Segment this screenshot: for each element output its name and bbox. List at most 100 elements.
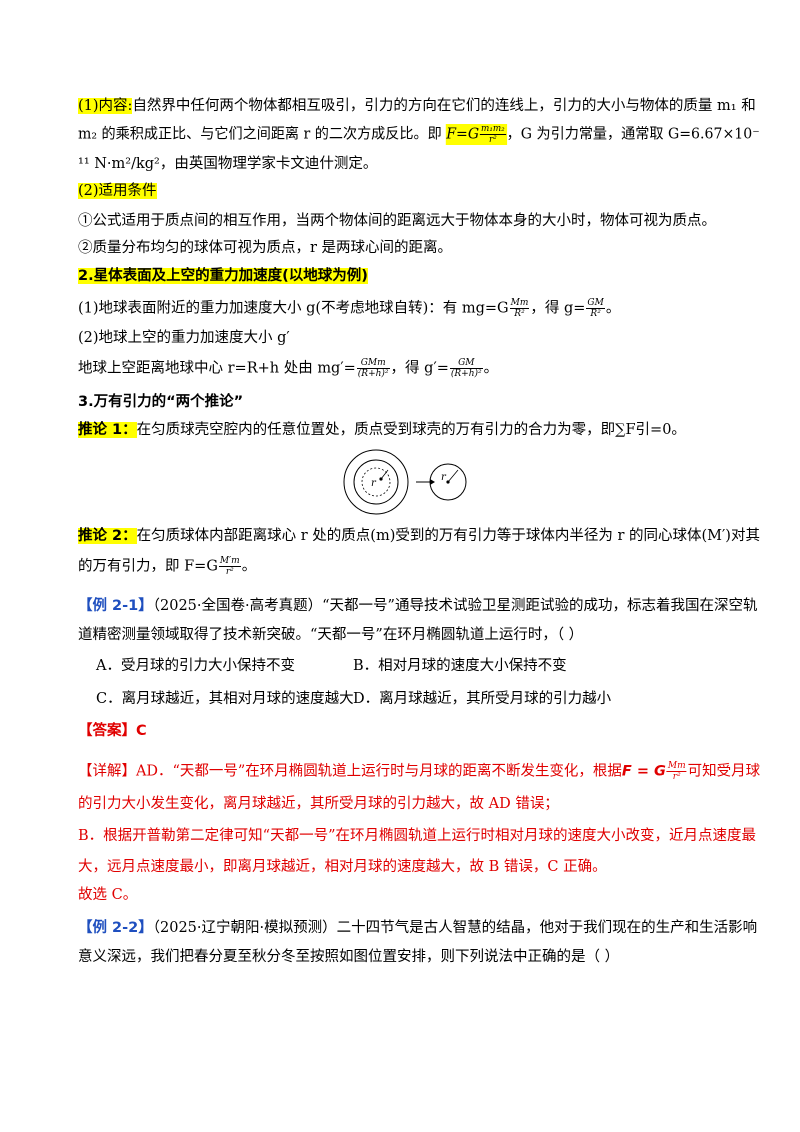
example-2-2-label: 【例 2-2】 <box>78 920 153 936</box>
option-b-text: B．相对月球的速度大小保持不变 <box>353 658 567 674</box>
option-c: C．离月球越近，其相对月球的速度越大 <box>96 689 354 709</box>
detail-line-1: 【详解】AD．“天都一号”在环月椭圆轨道上运行时与月球的距离不断发生变化，根据F… <box>78 761 760 782</box>
altitude-fraction-2: GM(R+h)² <box>449 358 483 379</box>
example-2-2-line-1: 【例 2-2】（2025·辽宁朝阳·模拟预测）二十四节气是古人智慧的结晶，他对于… <box>78 918 757 938</box>
altitude-text-c: 。 <box>483 360 499 377</box>
content-label: (1)内容: <box>78 98 133 114</box>
altitude-fraction-2-num: GM <box>449 358 483 369</box>
inner-shell-circle <box>353 459 399 505</box>
surface-gravity-text-c: 。 <box>605 300 621 317</box>
inference-2-fraction-num: M′m <box>218 556 241 567</box>
section-2-title: 2.星体表面及上空的重力加速度(以地球为例) <box>78 268 368 284</box>
radius-arrow-1 <box>380 469 389 480</box>
conditions-label: (2)适用条件 <box>78 183 157 199</box>
detail-line-3: B．根据开普勒第二定律可知“天都一号”在环月椭圆轨道上运行时相对月球的速度大小改… <box>78 826 756 846</box>
example-2-1-text-2: 道精密测量领域取得了技术新突破。“天都一号”在环月椭圆轨道上运行时，（ ） <box>78 627 584 643</box>
content-text-2a: m₂ 的乘积成正比、与它们之间距离 r 的二次方成反比。即 <box>78 126 442 143</box>
inference-1: 推论 1：在匀质球壳空腔内的任意位置处，质点受到球壳的万有引力的合力为零，即∑F… <box>78 420 686 440</box>
answer-line: 【答案】C <box>78 721 147 741</box>
condition-2-text: ②质量分布均匀的球体可视为质点，r 是两球心间的距离。 <box>78 240 453 256</box>
option-c-text: C．离月球越近，其相对月球的速度越大 <box>96 691 354 707</box>
example-2-1-text-1: （2025·全国卷·高考真题）“天都一号”通导技术试验卫星测距试验的成功，标志着… <box>152 598 758 614</box>
surface-fraction-1-den: R² <box>514 309 525 319</box>
example-2-2-text-2: 意义深远，我们把春分夏至秋分冬至按照如图位置安排，则下列说法中正确的是（ ） <box>78 949 620 965</box>
inference-2-text-b: 。 <box>241 558 257 575</box>
example-2-2-line-2: 意义深远，我们把春分夏至秋分冬至按照如图位置安排，则下列说法中正确的是（ ） <box>78 947 619 967</box>
detail-formula-lhs: F = G <box>621 763 666 780</box>
altitude-fraction-1-den: (R+h)² <box>357 369 389 379</box>
content-line-3: ¹¹ N·m²/kg²，由英国物理学家卡文迪什测定。 <box>78 154 377 174</box>
section-3-title: 3.万有引力的“两个推论” <box>78 394 244 410</box>
altitude-gravity-heading: (2)地球上空的重力加速度大小 g′ <box>78 328 290 348</box>
inference-2-text: 在匀质球体内部距离球心 r 处的质点(m)受到的万有引力等于球体内半径为 r 的… <box>136 528 760 544</box>
radius-arrow-2 <box>447 469 459 483</box>
inference-2-fraction-den: r² <box>225 567 234 577</box>
formula-numerator: m₁m₂ <box>480 124 506 135</box>
formula-lhs: F=G <box>446 126 480 143</box>
detail-text-5: 故选 C。 <box>78 887 138 903</box>
inference-2-label: 推论 2： <box>78 528 137 544</box>
example-2-2-text-1: （2025·辽宁朝阳·模拟预测）二十四节气是古人智慧的结晶，他对于我们现在的生产… <box>152 920 758 936</box>
detail-line-2: 的引力大小发生变化，离月球越近，其所受月球的引力越大，故 AD 错误； <box>78 794 559 814</box>
inference-2: 推论 2：在匀质球体内部距离球心 r 处的质点(m)受到的万有引力等于球体内半径… <box>78 526 760 546</box>
detail-formula-num: Mm <box>666 761 687 772</box>
shell-diagram: r r <box>343 449 467 515</box>
option-b: B．相对月球的速度大小保持不变 <box>353 656 567 676</box>
dashed-circle <box>361 467 391 497</box>
detail-line-4: 大，远月点速度最小，即离月球越近，相对月球的速度越大，故 B 错误，C 正确。 <box>78 857 607 877</box>
altitude-fraction-2-den: (R+h)² <box>450 369 482 379</box>
surface-gravity-text-a: (1)地球表面附近的重力加速度大小 g(不考虑地球自转)：有 mg=G <box>78 300 509 317</box>
altitude-text-a: 地球上空距离地球中心 r=R+h 处由 mg′= <box>78 360 356 377</box>
option-d: D．离月球越近，其所受月球的引力越小 <box>353 689 611 709</box>
section-3-heading: 3.万有引力的“两个推论” <box>78 392 243 412</box>
formula-denominator: r² <box>489 135 497 145</box>
detail-text-1b: 可知受月球 <box>687 763 761 780</box>
detail-line-5: 故选 C。 <box>78 885 137 905</box>
detail-formula-den: r² <box>672 772 681 782</box>
option-d-text: D．离月球越近，其所受月球的引力越小 <box>353 691 612 707</box>
section-2-heading: 2.星体表面及上空的重力加速度(以地球为例) <box>78 266 368 286</box>
condition-1-text: ①公式适用于质点间的相互作用，当两个物体间的距离远大于物体本身的大小时，物体可视… <box>78 213 716 229</box>
inference-2-text-a: 的万有引力，即 F=G <box>78 558 218 575</box>
answer-text: 【答案】C <box>78 723 147 739</box>
detail-text-4: 大，远月点速度最小，即离月球越近，相对月球的速度越大，故 B 错误，C 正确。 <box>78 859 607 875</box>
condition-2: ②质量分布均匀的球体可视为质点，r 是两球心间的距离。 <box>78 238 452 258</box>
detail-text-2: 的引力大小发生变化，离月球越近，其所受月球的引力越大，故 AD 错误； <box>78 796 559 812</box>
inference-1-label: 推论 1： <box>78 422 137 438</box>
example-2-1-label: 【例 2-1】 <box>78 598 153 614</box>
detail-text-1a: 【详解】AD．“天都一号”在环月椭圆轨道上运行时与月球的距离不断发生变化，根据 <box>78 763 622 780</box>
condition-1: ①公式适用于质点间的相互作用，当两个物体间的距离远大于物体本身的大小时，物体可视… <box>78 211 716 231</box>
surface-fraction-2-num: GM <box>586 298 605 309</box>
content-text-3: ¹¹ N·m²/kg²，由英国物理学家卡文迪什测定。 <box>78 156 378 172</box>
altitude-gravity-title: (2)地球上空的重力加速度大小 g′ <box>78 330 290 346</box>
example-2-1-line-2: 道精密测量领域取得了技术新突破。“天都一号”在环月椭圆轨道上运行时，（ ） <box>78 625 583 645</box>
content-line-1: (1)内容:自然界中任何两个物体都相互吸引，引力的方向在它们的连线上，引力的大小… <box>78 96 756 116</box>
surface-gravity-text-b: ，得 g= <box>530 300 586 317</box>
altitude-fraction-1-num: GMm <box>356 358 390 369</box>
radius-label-2: r <box>441 472 447 483</box>
example-2-1-line-1: 【例 2-1】（2025·全国卷·高考真题）“天都一号”通导技术试验卫星测距试验… <box>78 596 757 616</box>
detail-text-3: B．根据开普勒第二定律可知“天都一号”在环月椭圆轨道上运行时相对月球的速度大小改… <box>78 828 756 844</box>
conditions-heading: (2)适用条件 <box>78 181 157 201</box>
altitude-fraction-1: GMm(R+h)² <box>356 358 390 379</box>
altitude-text-b: ，得 g′= <box>390 360 449 377</box>
content-text-1: 自然界中任何两个物体都相互吸引，引力的方向在它们的连线上，引力的大小与物体的质量… <box>132 98 756 114</box>
surface-fraction-1-num: Mm <box>509 298 530 309</box>
option-a: A．受月球的引力大小保持不变 <box>96 656 295 676</box>
radius-label-1: r <box>371 478 377 489</box>
surface-fraction-2-den: R² <box>590 309 601 319</box>
option-a-text: A．受月球的引力大小保持不变 <box>96 658 295 674</box>
outer-shell-circle <box>343 449 409 515</box>
altitude-gravity-line: 地球上空距离地球中心 r=R+h 处由 mg′=GMm(R+h)²，得 g′=G… <box>78 358 498 379</box>
transform-arrow-head <box>430 479 435 485</box>
